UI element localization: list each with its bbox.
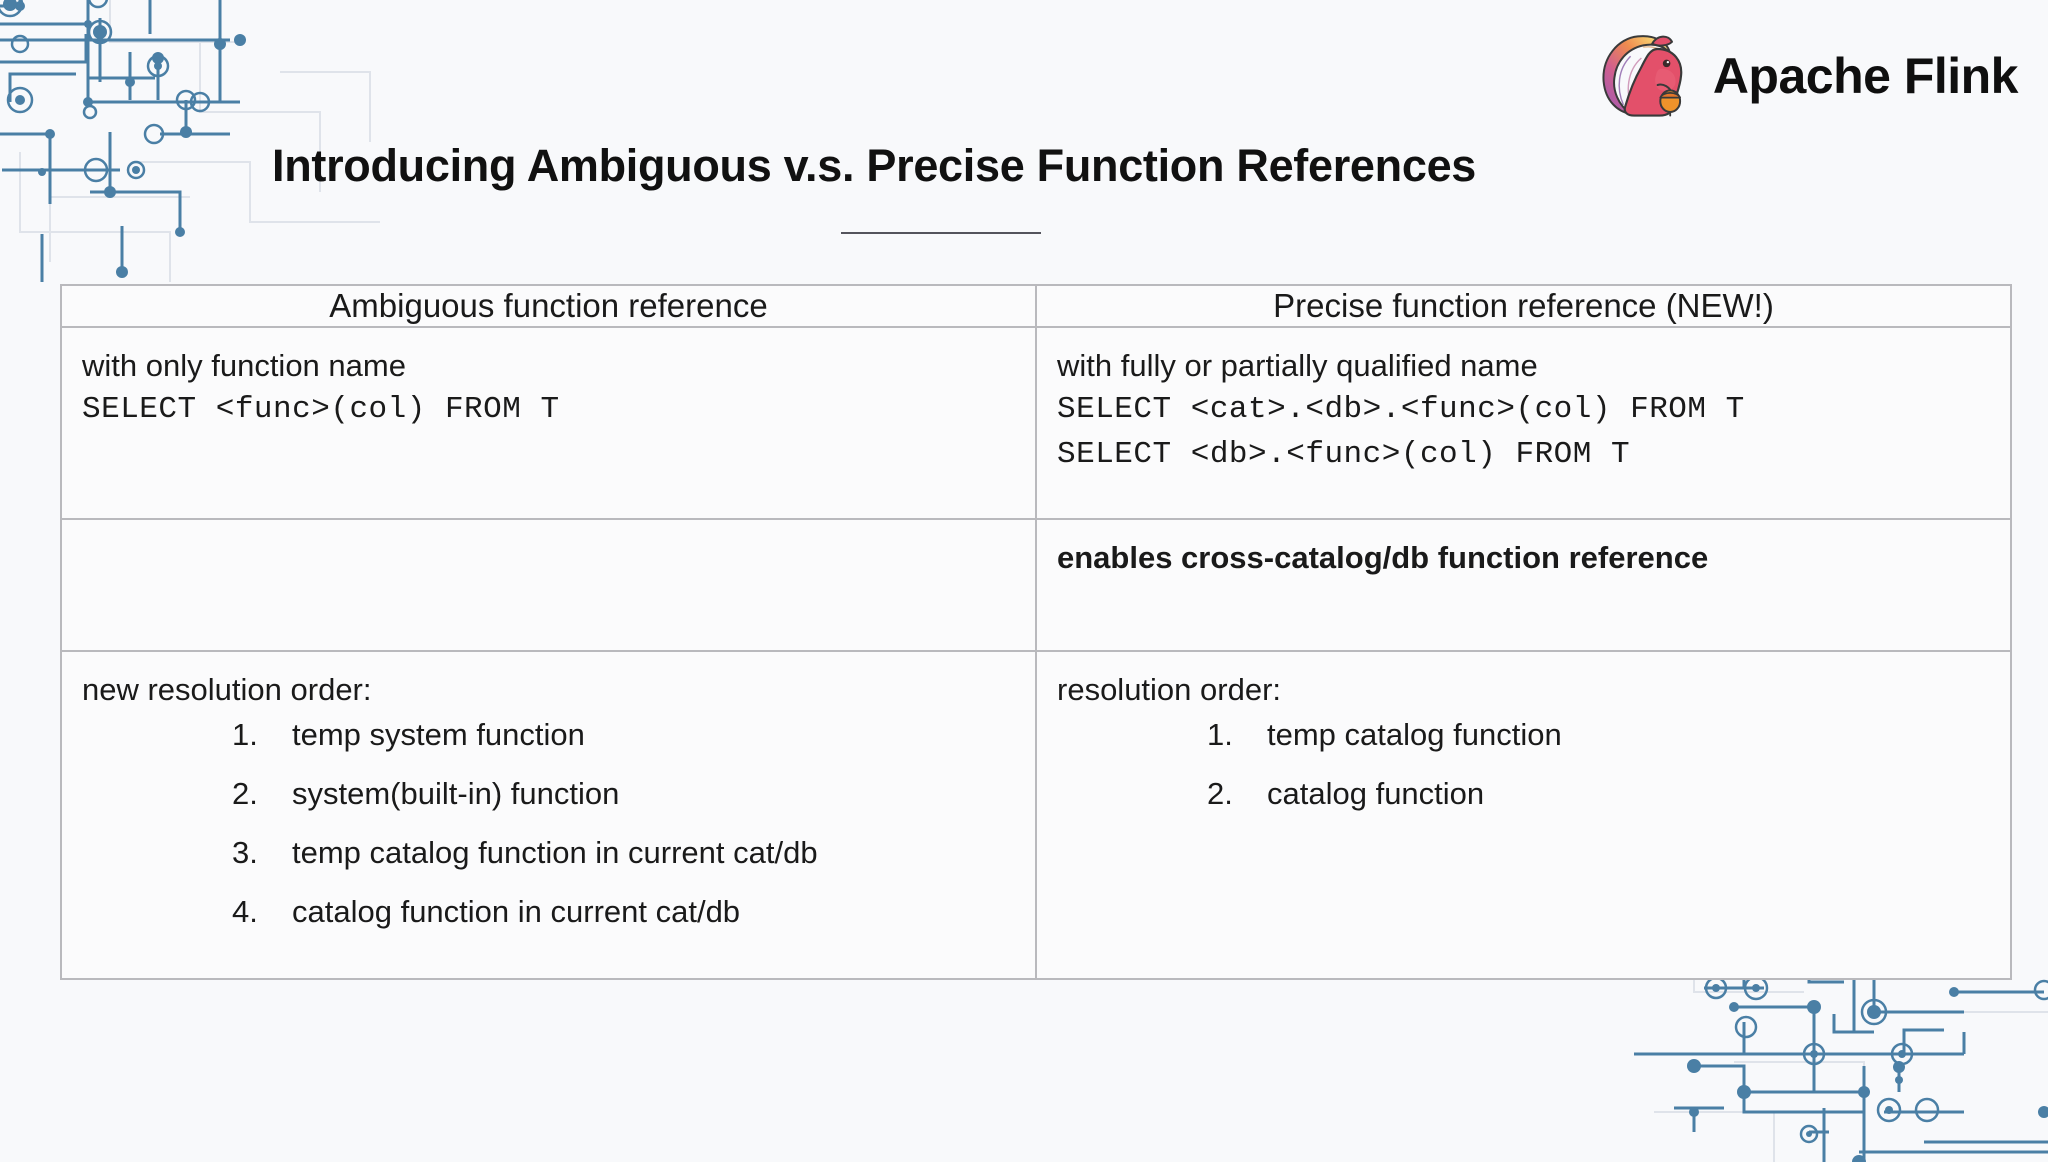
precise-resolution-list: 1. temp catalog function 2. catalog func… — [1057, 719, 1990, 809]
list-item-label: temp catalog function in current cat/db — [292, 834, 818, 870]
header-cell-ambiguous: Ambiguous function reference — [60, 284, 1037, 328]
list-item-number: 1. — [1207, 716, 1233, 752]
header-cell-precise: Precise function reference (NEW!) — [1035, 284, 2012, 328]
cell-ambiguous-syntax: with only function name SELECT <func>(co… — [60, 325, 1037, 520]
list-item: 2. catalog function — [1207, 778, 1990, 809]
precise-code-line-1: SELECT <cat>.<db>.<func>(col) FROM T — [1057, 391, 1745, 427]
title-underline — [841, 232, 1041, 234]
list-item: 1. temp catalog function — [1207, 719, 1990, 778]
precise-code-line-2: SELECT <db>.<func>(col) FROM T — [1057, 437, 1631, 473]
list-item-number: 4. — [232, 893, 258, 929]
precise-syntax-description: with fully or partially qualified name — [1057, 347, 1538, 383]
table-row-benefit: enables cross-catalog/db function refere… — [60, 517, 2012, 652]
brand-header: Apache Flink — [1591, 22, 2019, 130]
ambiguous-resolution-label: new resolution order: — [82, 671, 372, 707]
list-item-label: catalog function — [1267, 775, 1485, 811]
table-header-row: Ambiguous function reference Precise fun… — [60, 284, 2012, 328]
table-row-resolution-order: new resolution order: 1. temp system fun… — [60, 649, 2012, 980]
ambiguous-resolution-list: 1. temp system function 2. system(built-… — [82, 719, 1015, 927]
ambiguous-syntax-description: with only function name — [82, 347, 406, 383]
brand-name: Apache Flink — [1712, 48, 2019, 104]
list-item-label: temp system function — [292, 716, 585, 752]
cell-ambiguous-benefit-empty — [60, 517, 1037, 652]
precise-benefit-text: enables cross-catalog/db function refere… — [1057, 539, 1709, 575]
cell-precise-syntax: with fully or partially qualified name S… — [1035, 325, 2012, 520]
list-item-number: 1. — [232, 716, 258, 752]
list-item-label: system(built-in) function — [292, 775, 620, 811]
comparison-table: Ambiguous function reference Precise fun… — [60, 284, 2012, 980]
list-item-label: temp catalog function — [1267, 716, 1562, 752]
page-title: Introducing Ambiguous v.s. Precise Funct… — [272, 140, 1477, 191]
list-item-number: 3. — [232, 834, 258, 870]
list-item: 2. system(built-in) function — [232, 778, 1015, 837]
table-row-syntax: with only function name SELECT <func>(co… — [60, 325, 2012, 520]
flink-squirrel-logo-icon — [1602, 35, 1683, 117]
list-item: 3. temp catalog function in current cat/… — [232, 837, 1015, 896]
precise-resolution-label: resolution order: — [1057, 671, 1282, 707]
list-item-label: catalog function in current cat/db — [292, 893, 741, 929]
ambiguous-code-line-1: SELECT <func>(col) FROM T — [82, 391, 560, 427]
cell-precise-benefit: enables cross-catalog/db function refere… — [1035, 517, 2012, 652]
list-item: 4. catalog function in current cat/db — [232, 896, 1015, 927]
list-item: 1. temp system function — [232, 719, 1015, 778]
list-item-number: 2. — [232, 775, 258, 811]
list-item-number: 2. — [1207, 775, 1233, 811]
cell-ambiguous-resolution: new resolution order: 1. temp system fun… — [60, 649, 1037, 980]
cell-precise-resolution: resolution order: 1. temp catalog functi… — [1035, 649, 2012, 980]
